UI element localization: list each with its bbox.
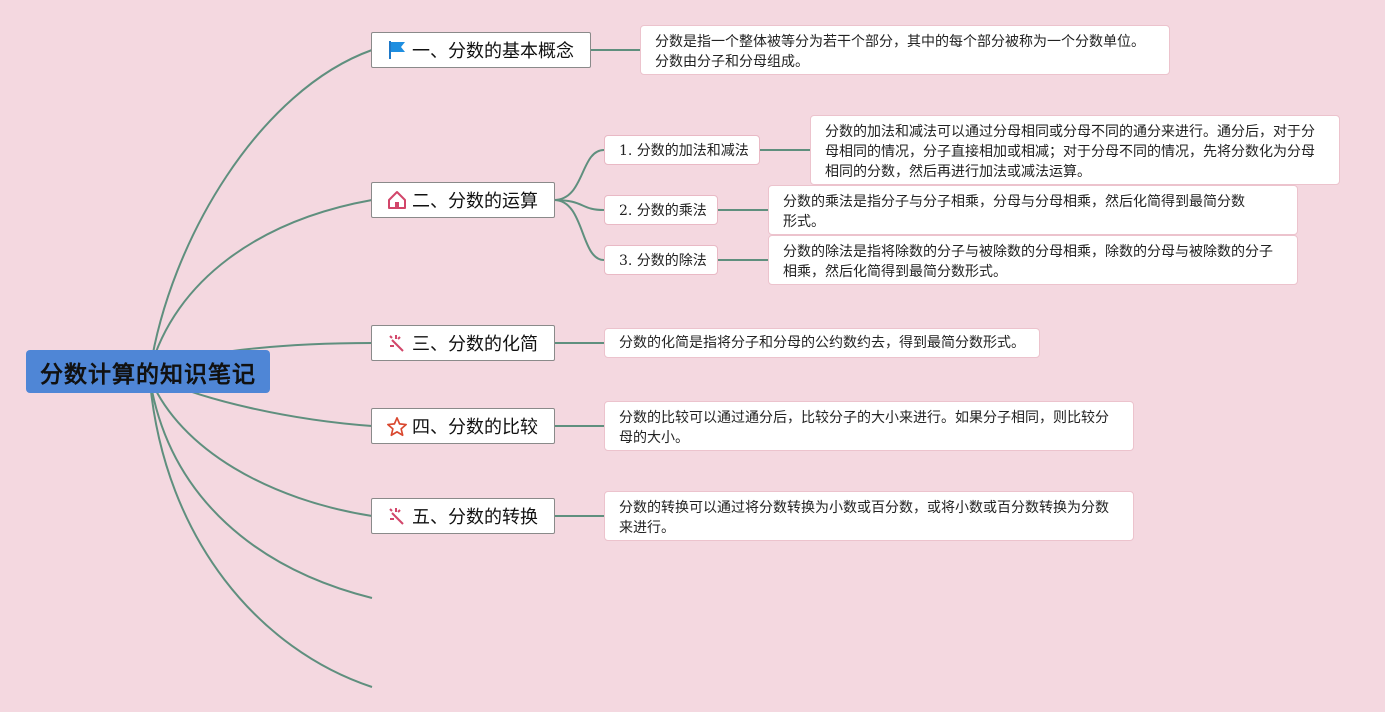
star-icon [386, 415, 408, 437]
flag-icon [386, 39, 408, 61]
branch-line-5 [149, 377, 373, 517]
branch-line-6 [149, 379, 373, 599]
note-simplify[interactable]: 分数的化简是指将分子和分母的公约数约去，得到最简分数形式。 [604, 328, 1040, 358]
root-node[interactable]: 分数计算的知识笔记 [26, 350, 270, 393]
connector-topic2-sub2 [553, 199, 605, 211]
topic-convert[interactable]: 五、分数的转换 [371, 498, 555, 534]
topic-label: 二、分数的运算 [412, 191, 538, 212]
topic-label: 四、分数的比较 [412, 417, 538, 438]
note-text: 分数的加法和减法可以通过分母相同或分母不同的通分来进行。通分后，对于分母相同的情… [825, 124, 1315, 180]
house-icon [386, 189, 408, 211]
topic-basic-concept[interactable]: 一、分数的基本概念 [371, 32, 591, 68]
note-convert[interactable]: 分数的转换可以通过将分数转换为小数或百分数，或将小数或百分数转换为分数来进行。 [604, 491, 1134, 541]
topic-compare[interactable]: 四、分数的比较 [371, 408, 555, 444]
subtopic-multiply[interactable]: 2. 分数的乘法 [604, 195, 718, 225]
magic-wand-icon [386, 505, 408, 527]
note-multiply[interactable]: 分数的乘法是指分子与分子相乘，分母与分母相乘，然后化简得到最简分数形式。 [768, 185, 1298, 235]
magic-wand-icon [386, 332, 408, 354]
note-text: 分数的转换可以通过将分数转换为小数或百分数，或将小数或百分数转换为分数来进行。 [619, 500, 1109, 536]
subtopic-label: 3. 分数的除法 [619, 253, 707, 269]
topic-simplify[interactable]: 三、分数的化简 [371, 325, 555, 361]
connector-topic2-sub3 [553, 199, 605, 261]
note-text: 分数的乘法是指分子与分子相乘，分母与分母相乘，然后化简得到最简分数形式。 [783, 194, 1245, 230]
note-divide[interactable]: 分数的除法是指将除数的分子与被除数的分母相乘，除数的分母与被除数的分子相乘，然后… [768, 235, 1298, 285]
subtopic-label: 2. 分数的乘法 [619, 203, 707, 219]
branch-line-1 [149, 49, 373, 371]
note-add-sub[interactable]: 分数的加法和减法可以通过分母相同或分母不同的通分来进行。通分后，对于分母相同的情… [810, 115, 1340, 185]
subtopic-label: 1. 分数的加法和减法 [619, 143, 749, 159]
note-line: 分数是指一个整体被等分为若干个部分，其中的每个部分被称为一个分数单位。 [655, 34, 1145, 50]
topic-label: 一、分数的基本概念 [412, 41, 574, 62]
branch-line-2 [149, 199, 373, 371]
note-line: 分数由分子和分母组成。 [655, 54, 809, 70]
branch-line-7 [149, 381, 373, 688]
connector-topic2-sub1 [553, 149, 605, 201]
note-compare[interactable]: 分数的比较可以通过通分后，比较分子的大小来进行。如果分子相同，则比较分母的大小。 [604, 401, 1134, 451]
root-label: 分数计算的知识笔记 [40, 361, 256, 388]
topic-label: 五、分数的转换 [412, 507, 538, 528]
subtopic-divide[interactable]: 3. 分数的除法 [604, 245, 718, 275]
note-basic-concept[interactable]: 分数是指一个整体被等分为若干个部分，其中的每个部分被称为一个分数单位。 分数由分… [640, 25, 1170, 75]
topic-label: 三、分数的化简 [412, 334, 538, 355]
topic-operations[interactable]: 二、分数的运算 [371, 182, 555, 218]
note-text: 分数的化简是指将分子和分母的公约数约去，得到最简分数形式。 [619, 335, 1025, 351]
subtopic-add-sub[interactable]: 1. 分数的加法和减法 [604, 135, 760, 165]
note-text: 分数的比较可以通过通分后，比较分子的大小来进行。如果分子相同，则比较分母的大小。 [619, 410, 1109, 446]
note-text: 分数的除法是指将除数的分子与被除数的分母相乘，除数的分母与被除数的分子相乘，然后… [783, 244, 1273, 280]
